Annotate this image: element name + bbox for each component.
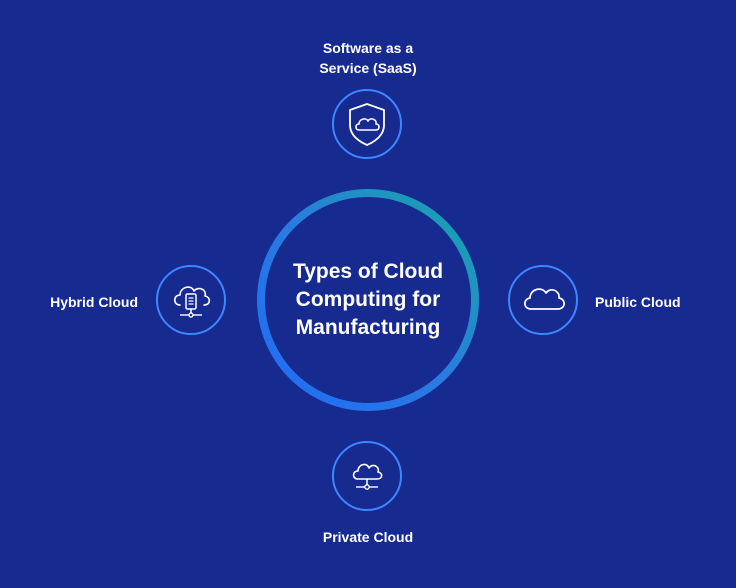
public-cloud-label: Public Cloud [595, 294, 681, 310]
shield-cloud-icon [349, 103, 385, 146]
center-hub: Types of Cloud Computing for Manufacturi… [256, 188, 480, 412]
private-cloud-node [332, 441, 402, 511]
hybrid-cloud-label: Hybrid Cloud [50, 294, 138, 310]
cloud-device-network-icon [173, 286, 211, 318]
public-cloud-node [508, 265, 578, 335]
center-ring-graphic [257, 189, 479, 411]
center-title: Types of Cloud Computing for Manufacturi… [292, 260, 444, 339]
saas-label: Software as a Service (SaaS) [319, 40, 417, 76]
cloud-network-icon [352, 463, 383, 490]
private-cloud-label: Private Cloud [322, 529, 414, 545]
hybrid-cloud-node [156, 265, 226, 335]
cloud-icon [524, 288, 565, 310]
saas-node [332, 89, 402, 159]
